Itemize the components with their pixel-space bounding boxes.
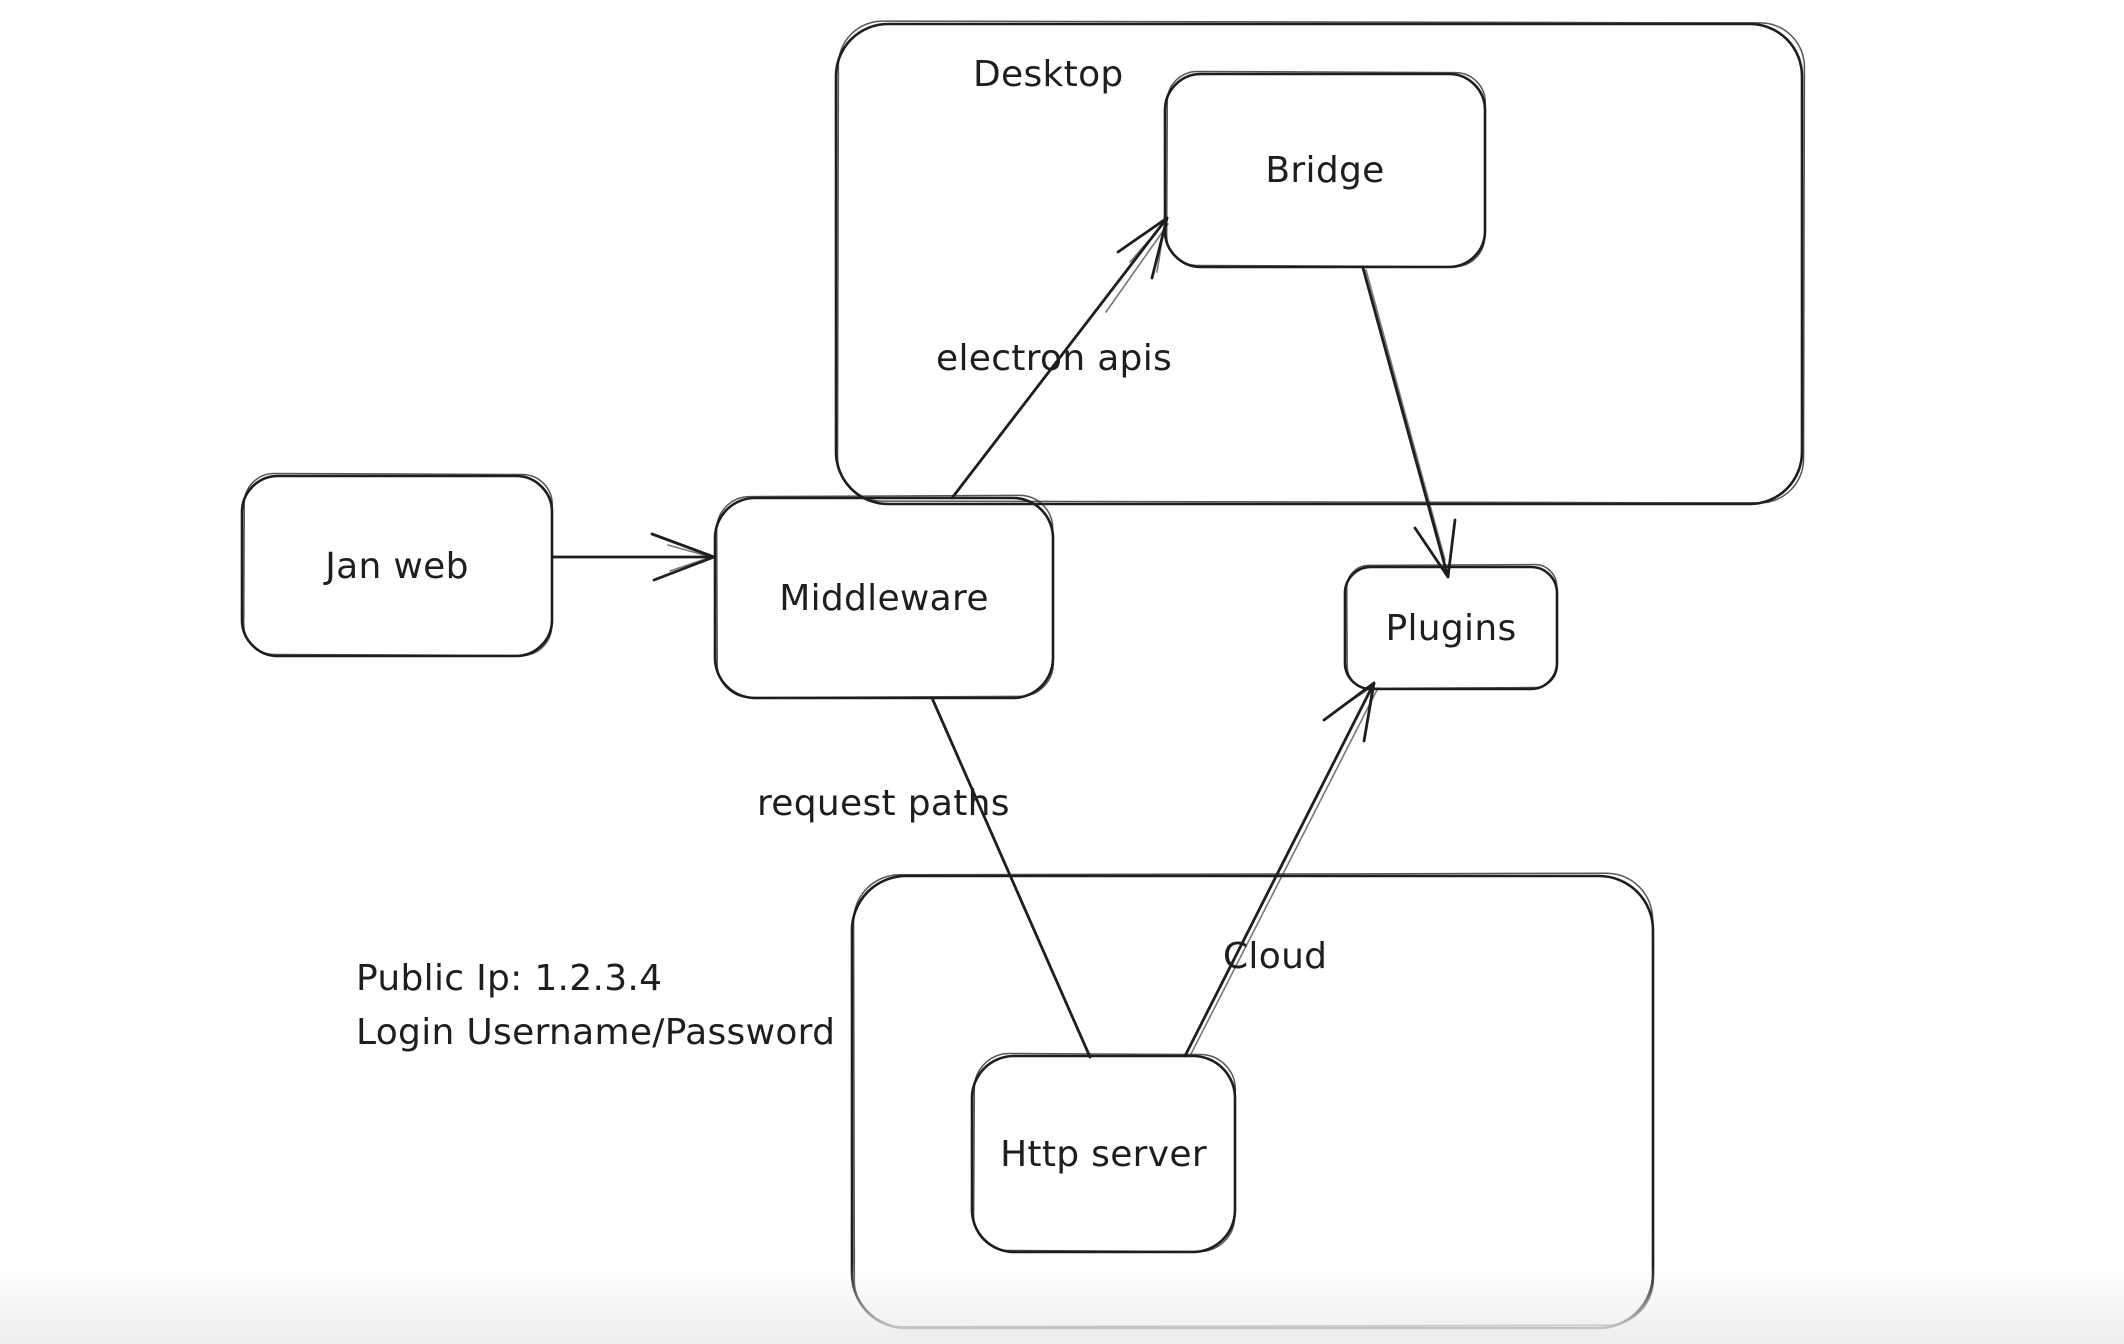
middleware-node-label: Middleware: [779, 577, 989, 619]
public-ip-annotation-line: Public Ip: 1.2.3.4: [356, 958, 663, 999]
jan-web-node: [240, 472, 554, 658]
electron-apis-edge-label: electron apis: [936, 338, 1173, 379]
jan-web-node-label: Jan web: [325, 545, 469, 587]
http-server-node: [970, 1052, 1237, 1254]
bridge-node-label: Bridge: [1265, 150, 1385, 191]
edge-janweb-middleware: [551, 532, 716, 582]
desktop-container: [834, 20, 1806, 506]
plugins-node-label: Plugins: [1385, 607, 1517, 649]
desktop-container-label: Desktop: [973, 54, 1124, 95]
edge-httpserver-plugins: [1183, 681, 1379, 1058]
middleware-node: [713, 494, 1055, 700]
request-paths-edge-label: request paths: [757, 783, 1010, 824]
edge-middleware-bridge: [950, 216, 1169, 500]
plugins-node: [1343, 563, 1559, 691]
bridge-node: [1163, 70, 1487, 269]
credentials-annotation: Public Ip: 1.2.3.4 Login Username/Passwo…: [356, 952, 835, 1060]
http-server-node-label: Http server: [1000, 1133, 1207, 1175]
edge-middleware-httpserver: [930, 696, 1092, 1059]
edge-bridge-plugins: [1361, 266, 1457, 579]
cloud-container-label: Cloud: [1223, 936, 1328, 977]
login-annotation-line: Login Username/Password: [356, 1012, 836, 1053]
